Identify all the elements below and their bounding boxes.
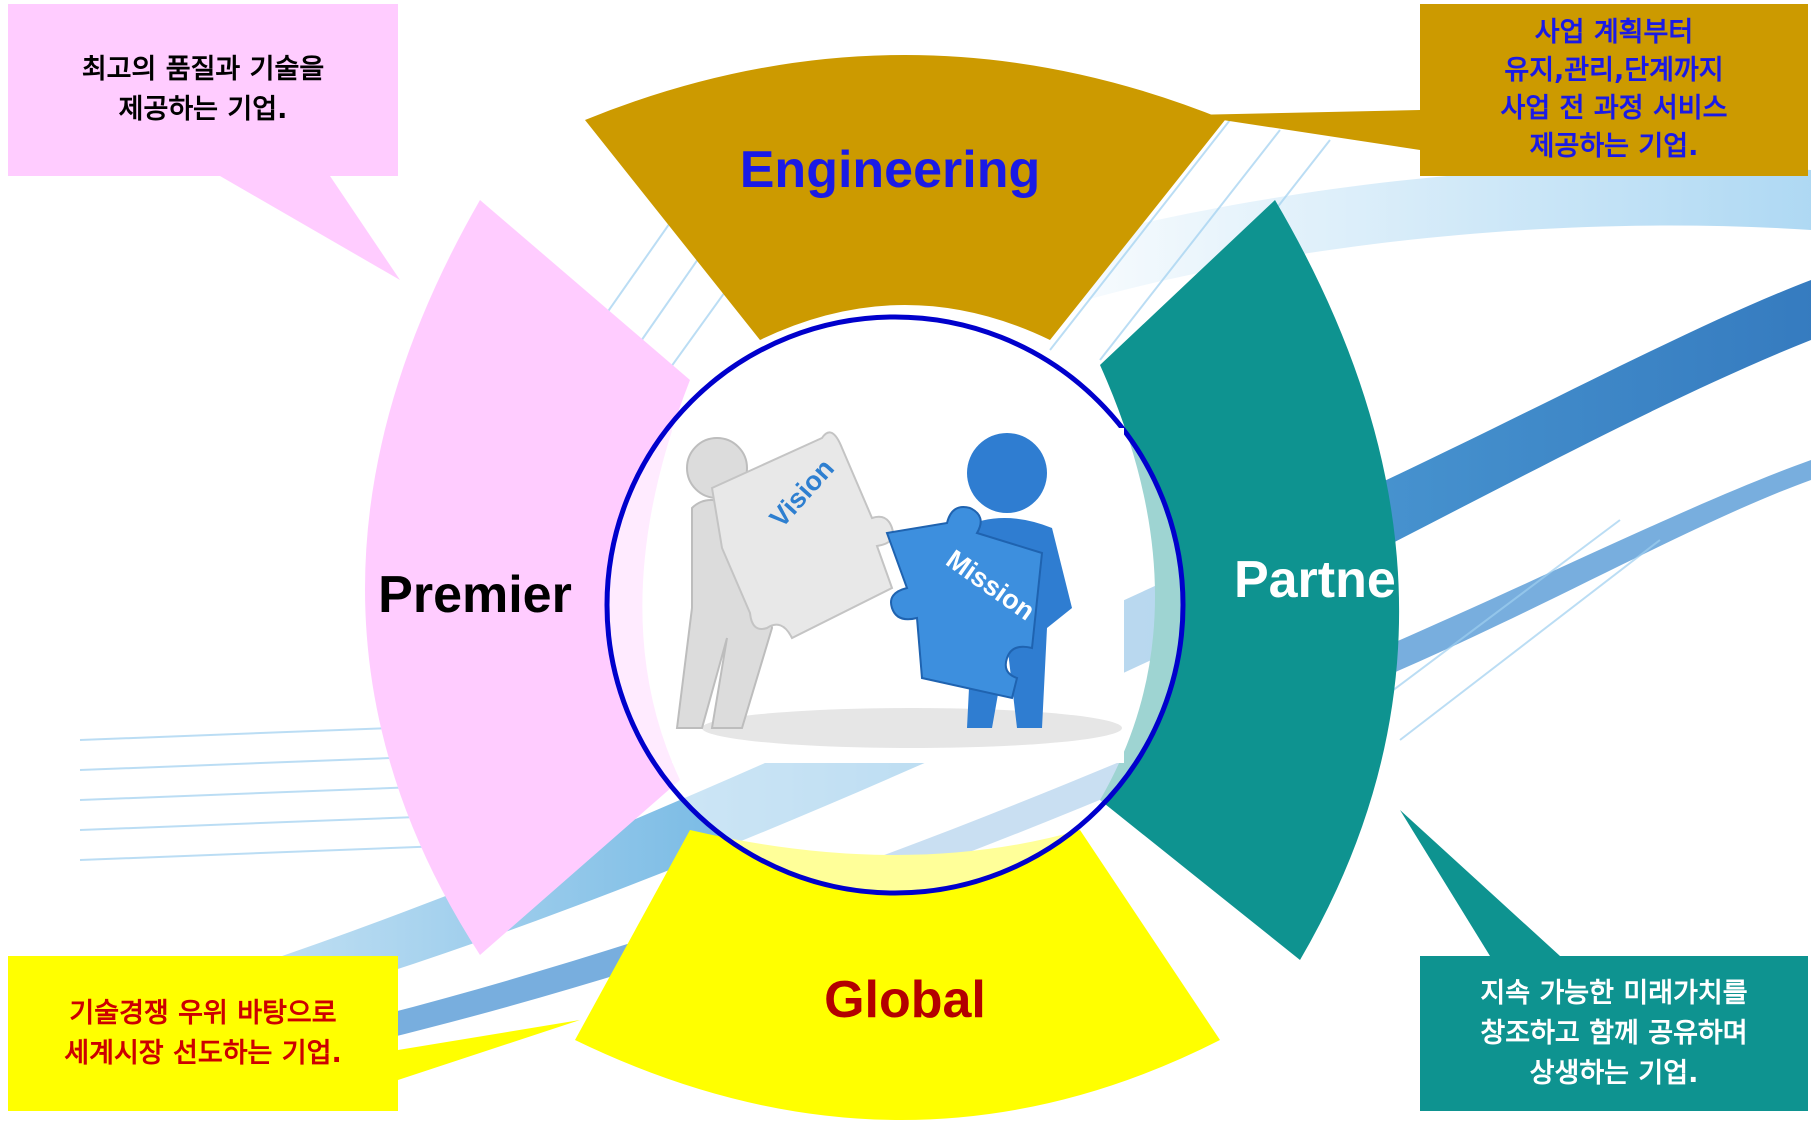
premier-segment (365, 200, 690, 955)
premier-callout: 최고의 품질과 기술을 제공하는 기업. (8, 4, 398, 176)
global-segment (575, 830, 1220, 1120)
premier-callout-tail (220, 176, 400, 280)
vision-puzzle-piece (710, 431, 894, 640)
engineering-segment (585, 55, 1225, 340)
partner-segment (1100, 200, 1400, 960)
global-callout-tail (398, 1020, 580, 1080)
engineering-callout-tail (1190, 110, 1420, 150)
partner-callout-tail (1400, 810, 1560, 956)
partner-label: Partner (1233, 551, 1417, 609)
engineering-label: Engineering (739, 141, 1041, 199)
partner-callout: 지속 가능한 미래가치를 창조하고 함께 공유하며 상생하는 기업. (1420, 956, 1808, 1111)
global-label: Global (824, 971, 986, 1029)
engineering-callout: 사업 계획부터 유지,관리,단계까지 사업 전 과정 서비스 제공하는 기업. (1420, 4, 1808, 176)
global-callout: 기술경쟁 우위 바탕으로 세계시장 선도하는 기업. (8, 956, 398, 1111)
vision-mission-illustration (672, 428, 1124, 763)
mission-puzzle-piece (885, 506, 1044, 700)
premier-label: Premier (378, 566, 572, 624)
center-ring (604, 314, 1186, 896)
